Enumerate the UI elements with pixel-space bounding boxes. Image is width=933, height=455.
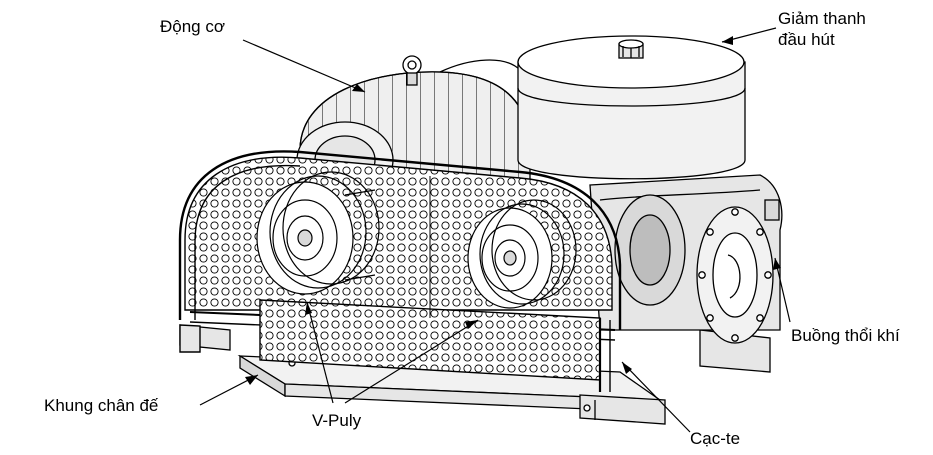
label-motor: Động cơ	[160, 17, 226, 36]
label-suction-muffler-line2: đầu hút	[778, 30, 835, 49]
blower-casing	[589, 174, 783, 344]
label-crankcase: Cạc-te	[690, 429, 741, 448]
leader-v-pulley-2	[344, 319, 479, 404]
leader-motor	[242, 39, 366, 93]
suction-muffler	[517, 35, 746, 180]
leader-v-pulley-1	[306, 301, 334, 404]
v-pulley-small	[467, 199, 577, 309]
label-v-pulley: V-Puly	[312, 411, 362, 430]
leader-arrowheads	[245, 36, 781, 385]
label-suction-muffler: Giảm thanh đầu hút	[778, 8, 866, 50]
base-frame	[179, 324, 771, 425]
label-blower-chamber: Buồng thổi khí	[791, 326, 900, 345]
leader-crankcase	[621, 361, 691, 433]
label-base-frame: Khung chân đế	[44, 396, 159, 415]
label-suction-muffler-line1: Giảm thanh	[778, 9, 866, 28]
v-pulley-large	[256, 171, 380, 295]
